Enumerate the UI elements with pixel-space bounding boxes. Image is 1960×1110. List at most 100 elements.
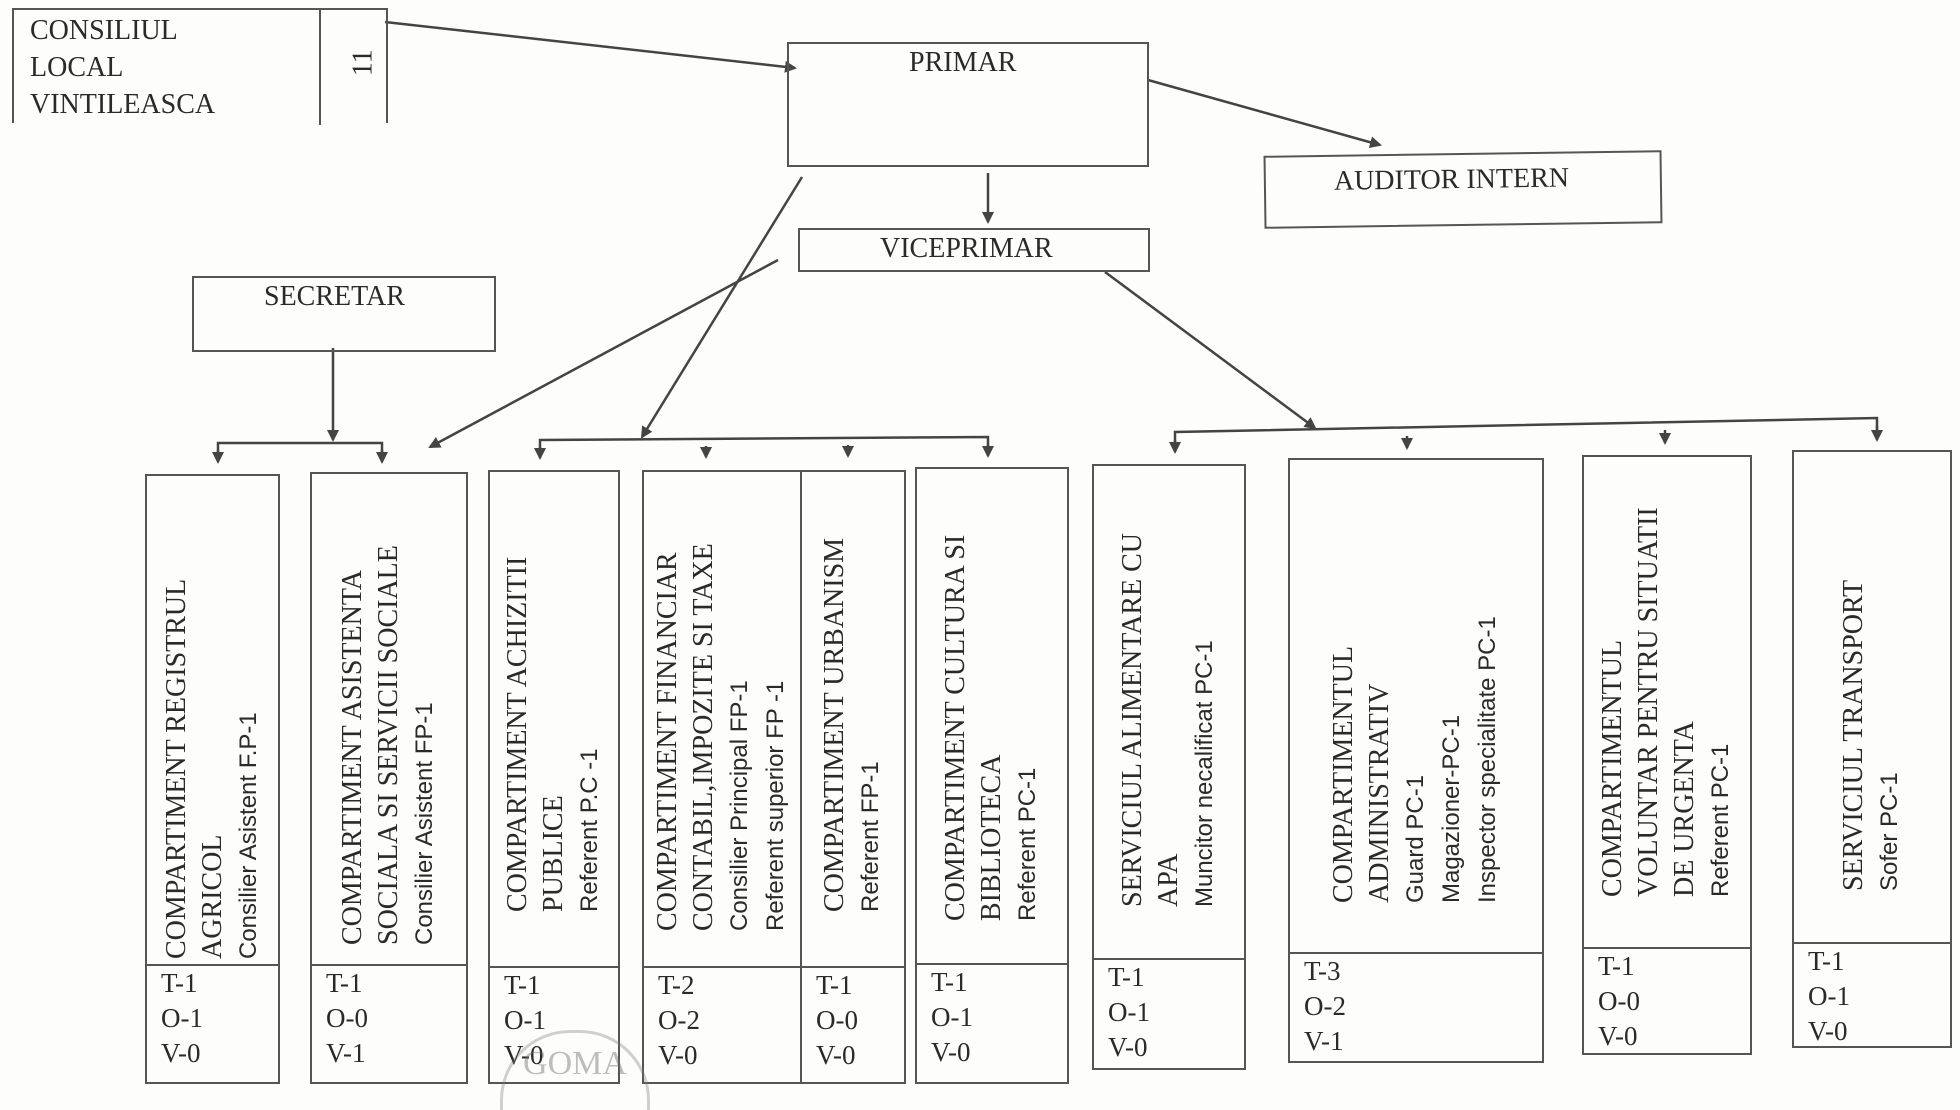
arrow-primar-to-auditor [1147,78,1382,149]
dept-stats: T-1 O-0 V-1 [312,964,466,1071]
stat-occupied: O-2 [1304,991,1346,1021]
dept-stats: T-2 O-2 V-0 [644,966,800,1073]
arrow-viceprimar-to-group3 [1104,270,1317,430]
stat-vacant: V-0 [161,1038,201,1068]
dept-transport: SERVICIUL TRANSPORT Sofer PC-1 T-1 O-1 V… [1792,450,1952,1048]
auditor-box: AUDITOR INTERN [1263,150,1663,229]
dept-stats: T-1 O-1 V-0 [1794,942,1950,1046]
dept-title: COMPARTIMENT ACHIZITII [502,556,533,912]
stat-total: T-1 [1598,951,1635,981]
dept-stats: T-1 O-1 V-0 [147,964,278,1071]
stat-occupied: O-2 [658,1005,700,1035]
stat-occupied: O-1 [1108,997,1150,1027]
stat-occupied: O-1 [931,1002,973,1032]
dept-urbanism: COMPARTIMENT URBANISM Referent FP-1 T-1 … [800,470,906,1084]
dept-title-block: COMPARTIMENT URBANISM Referent FP-1 [817,482,889,912]
dept-stats: T-1 O-0 V-0 [1584,947,1750,1053]
dept-role: Sofer PC-1 [1876,772,1903,891]
dept-role: Referent superior FP -1 [762,680,789,931]
primar-box: PRIMAR [787,42,1149,167]
dept-title-block: COMPARTIMENTUL ADMINISTRATIV Guard PC-1 … [1326,463,1506,903]
dept-title: COMPARTIMENT URBANISM [819,537,850,912]
stat-total: T-1 [326,968,363,998]
arrow-viceprimar-to-group1 [428,258,779,449]
council-count: 11 [347,49,379,77]
stat-vacant: V-0 [931,1037,971,1067]
stat-occupied: O-1 [504,1005,546,1035]
dept-title-block: COMPARTIMENT ACHIZITII PUBLICE Referent … [500,482,608,912]
council-box: CONSILIUL LOCAL VINTILEASCA 11 [12,8,388,125]
dept-title-block: COMPARTIMENTUL VOLUNTAR PENTRU SITUATII … [1595,457,1739,897]
dept-title: SOCIALA SI SERVICII SOCIALE [373,545,404,945]
stat-vacant: V-0 [658,1040,698,1070]
dept-title-block: COMPARTIMENT CULTURA SI BIBLIOTECA Refer… [938,471,1046,921]
stat-total: T-1 [1108,962,1145,992]
bracket-group1 [216,441,384,460]
dept-registrul-agricol: COMPARTIMENT REGISTRUL AGRICOL Consilier… [145,474,280,1084]
connector-lines [212,20,1883,464]
stat-vacant: V-0 [1598,1021,1638,1051]
stat-total: T-1 [816,970,853,1000]
dept-title-block: SERVICIUL TRANSPORT Sofer PC-1 [1836,452,1908,891]
dept-title: COMPARTIMENT FINANCIAR [652,552,683,931]
stat-vacant: V-0 [1808,1016,1848,1046]
dept-stats: T-1 O-1 V-0 [1094,958,1244,1065]
dept-role: Referent FP-1 [857,761,884,912]
dept-title: COMPARTIMENTUL [1597,639,1628,897]
dept-role: Guard PC-1 [1402,774,1429,903]
dept-role: Consilier Principal FP-1 [726,680,753,931]
dept-title: COMPARTIMENT ASISTENTA [337,570,368,945]
bracket-group2 [538,435,990,455]
stat-total: T-1 [504,970,541,1000]
dept-role: Muncitor necalificat PC-1 [1191,640,1218,907]
dept-title: ADMINISTRATIV [1364,683,1395,903]
dept-title: SERVICIUL ALIMENTARE CU [1117,532,1148,907]
dept-title: PUBLICE [538,795,569,912]
dept-title: VOLUNTAR PENTRU SITUATII [1633,507,1664,897]
stat-vacant: V-0 [816,1040,856,1070]
dept-title-block: COMPARTIMENT REGISTRUL AGRICOL Consilier… [159,479,267,959]
dept-role: Inspector specialitate PC-1 [1474,615,1501,903]
stat-vacant: V-1 [326,1038,366,1068]
stat-total: T-2 [658,970,695,1000]
dept-role: Referent P.C -1 [576,748,603,912]
dept-title: COMPARTIMENTUL [1328,645,1359,903]
dept-administrativ: COMPARTIMENTUL ADMINISTRATIV Guard PC-1 … [1288,458,1544,1063]
dept-cultura-biblioteca: COMPARTIMENT CULTURA SI BIBLIOTECA Refer… [915,467,1069,1084]
dept-title: COMPARTIMENT CULTURA SI [940,534,971,921]
arrow-council-to-primar [384,20,797,73]
dept-title: APA [1153,853,1184,907]
primar-label: PRIMAR [909,47,1017,78]
dept-role: Consilier Asistent F.P-1 [234,712,262,959]
viceprimar-label: VICEPRIMAR [880,233,1053,264]
dept-role: Referent PC-1 [1014,767,1041,921]
council-line-1: CONSILIUL [30,15,178,46]
dept-title: COMPARTIMENT REGISTRUL [160,578,192,959]
dept-title: DE URGENTA [1669,721,1700,897]
bracket-group3 [1173,416,1879,450]
arrow-primar-to-group2 [640,176,804,439]
dept-title: CONTABIL,IMPOZITE SI TAXE [688,543,719,931]
stat-total: T-1 [161,968,198,998]
stat-occupied: O-0 [816,1005,858,1035]
stat-vacant: V-1 [1304,1026,1344,1056]
council-line-2: LOCAL [30,52,124,83]
dept-title: SERVICIUL TRANSPORT [1838,579,1869,891]
council-divider [319,10,321,125]
secretar-box: SECRETAR [192,276,496,352]
dept-role: Magazioner-PC-1 [1438,714,1465,903]
dept-stats: T-1 O-0 V-0 [802,966,904,1073]
dept-financiar-contabil: COMPARTIMENT FINANCIAR CONTABIL,IMPOZITE… [642,470,802,1084]
dept-role: Consilier Asistent FP-1 [411,702,438,945]
dept-achizitii-publice: COMPARTIMENT ACHIZITII PUBLICE Referent … [488,470,620,1084]
dept-title-block: COMPARTIMENT ASISTENTA SOCIALA SI SERVIC… [335,475,443,945]
stat-occupied: O-1 [161,1003,203,1033]
stat-total: T-3 [1304,956,1341,986]
stat-total: T-1 [1808,946,1845,976]
dept-alimentare-apa: SERVICIUL ALIMENTARE CU APA Muncitor nec… [1092,464,1246,1070]
dept-title: AGRICOL [196,834,228,959]
dept-stats: T-3 O-2 V-1 [1290,952,1542,1059]
stat-total: T-1 [931,967,968,997]
dept-voluntar-urgenta: COMPARTIMENTUL VOLUNTAR PENTRU SITUATII … [1582,455,1752,1055]
council-line-3: VINTILEASCA [30,89,216,120]
